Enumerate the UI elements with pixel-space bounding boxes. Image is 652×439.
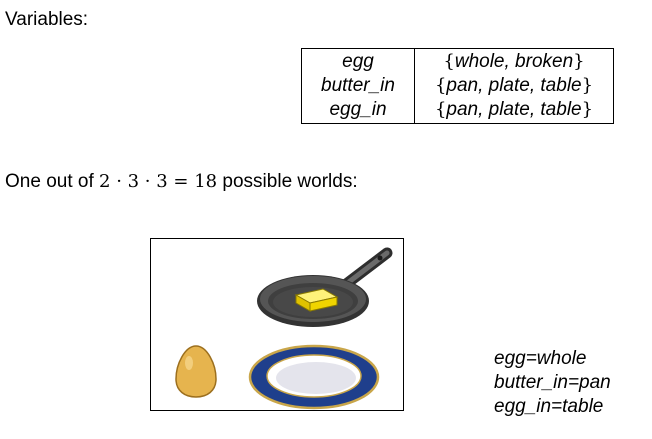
variable-domain: {whole, broken}	[415, 49, 614, 75]
close-brace: }	[573, 51, 585, 72]
count-expression: 2 · 3 · 3 = 18	[99, 171, 218, 192]
open-brace: {	[434, 99, 447, 120]
variable-domain: {pan, plate, table}	[415, 74, 614, 98]
domain-values: pan, plate, table	[446, 75, 582, 96]
open-brace: {	[443, 51, 455, 72]
variable-name: egg_in	[301, 98, 415, 124]
domain-values: whole, broken	[454, 51, 574, 72]
egg-icon	[175, 345, 217, 398]
variable-row-egg: egg {whole, broken}	[301, 48, 614, 75]
caption-prefix: One out of	[5, 171, 94, 192]
open-brace: {	[434, 75, 447, 96]
close-brace: }	[581, 75, 594, 96]
variable-row-butter-in: butter_in {pan, plate, table}	[301, 74, 614, 98]
variable-name: butter_in	[301, 74, 415, 98]
variables-heading: Variables:	[5, 9, 89, 30]
world-assignment: egg=whole butter_in=pan egg_in=table	[494, 347, 611, 419]
variables-table: egg {whole, broken} butter_in {pan, plat…	[301, 48, 614, 124]
variable-domain: {pan, plate, table}	[415, 98, 614, 124]
assignment-egg-in: egg_in=table	[494, 396, 604, 417]
world-illustration	[150, 238, 404, 411]
close-brace: }	[581, 99, 594, 120]
caption-suffix: possible worlds:	[222, 171, 358, 192]
domain-values: pan, plate, table	[446, 99, 582, 120]
assignment-egg: egg=whole	[494, 348, 587, 369]
plate-icon	[248, 344, 380, 410]
variable-row-egg-in: egg_in {pan, plate, table}	[301, 98, 614, 124]
butter-icon	[294, 288, 339, 312]
assignment-butter-in: butter_in=pan	[494, 372, 611, 393]
possible-worlds-caption: One out of 2 · 3 · 3 = 18 possible world…	[5, 171, 358, 193]
world-scene	[175, 247, 393, 410]
variable-name: egg	[301, 48, 415, 74]
